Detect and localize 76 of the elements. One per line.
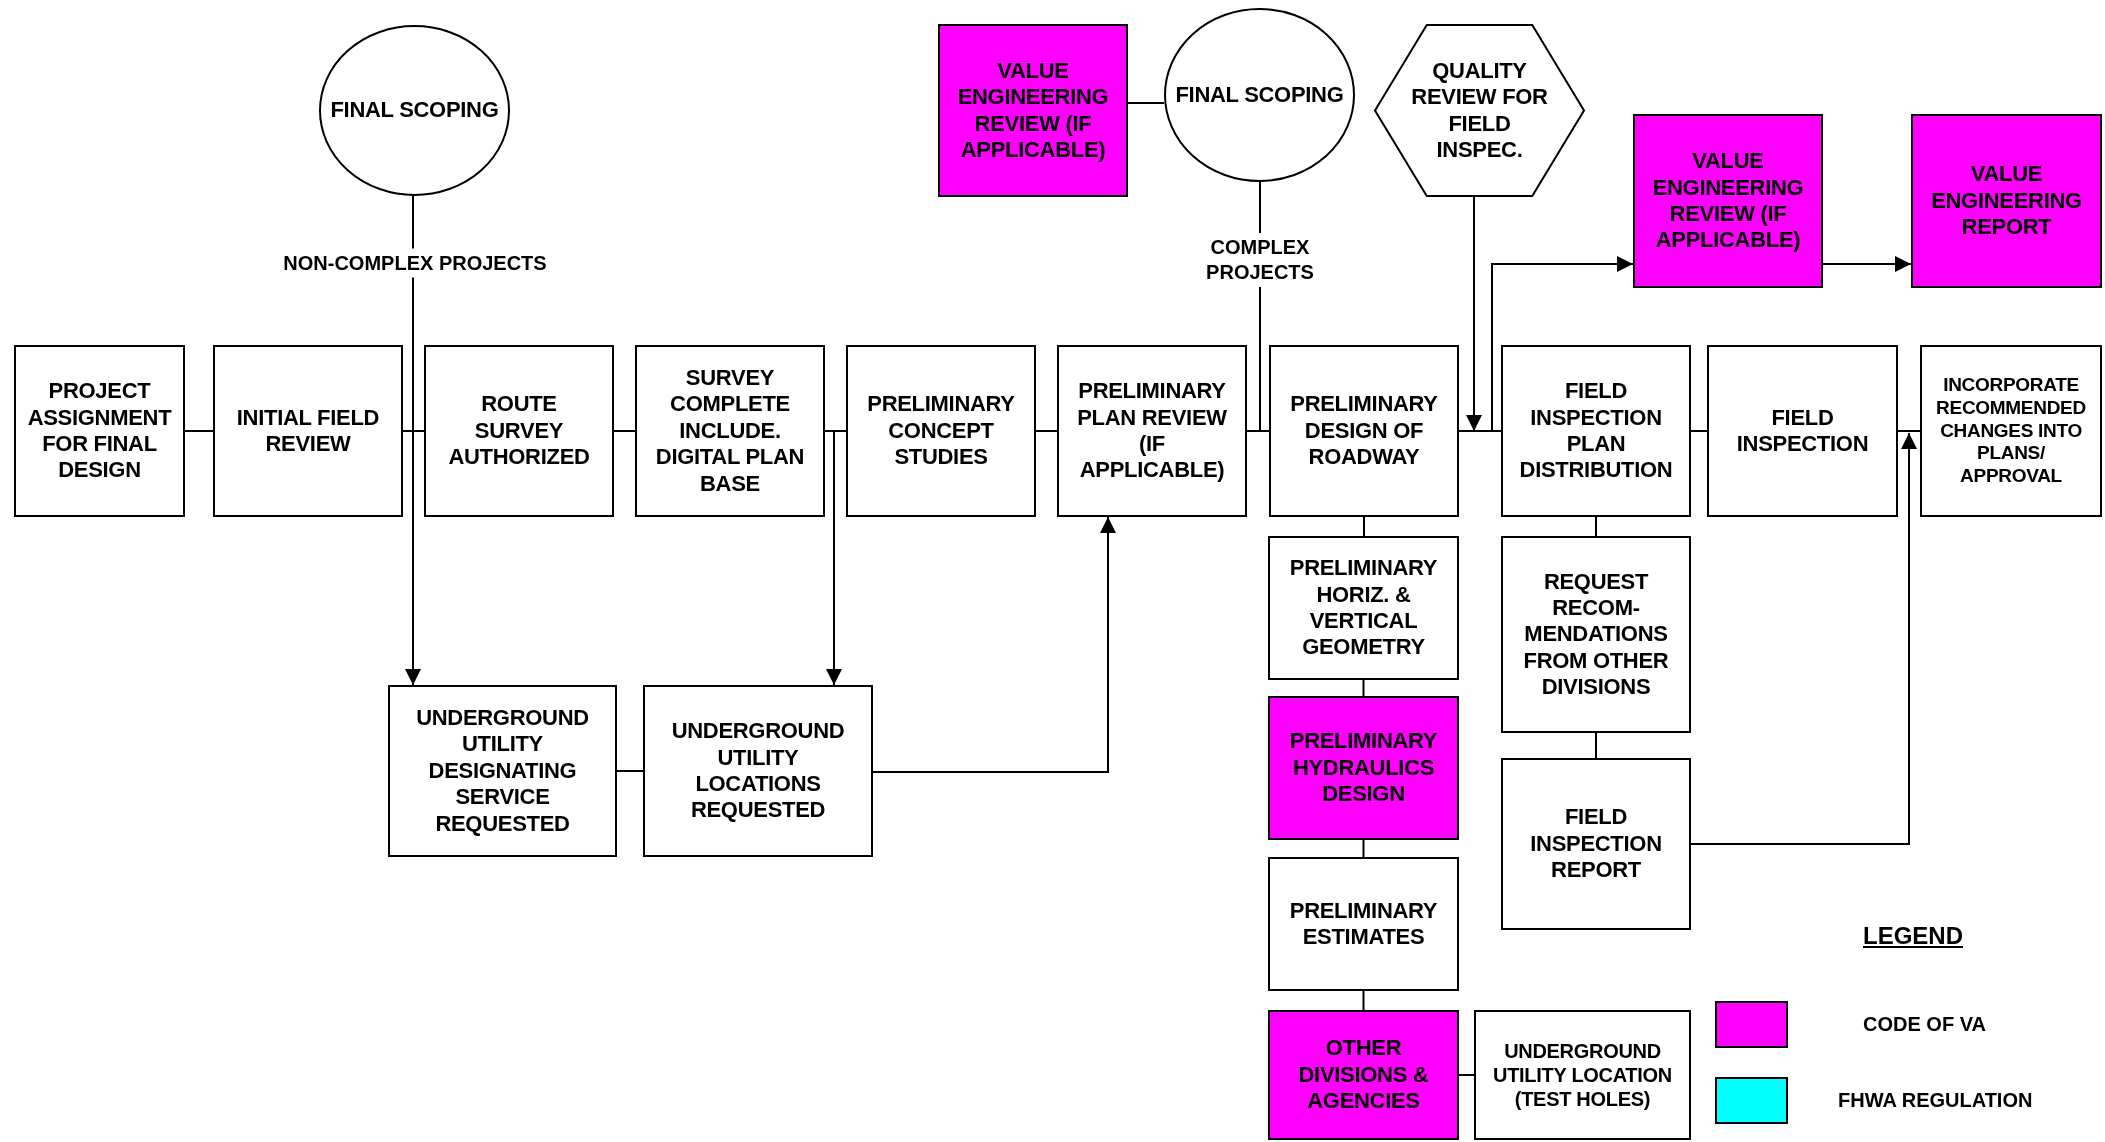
step-text: FINAL SCOPING: [1174, 81, 1345, 109]
process-box: [635, 345, 825, 517]
step-text: PRELIMINARY CONCEPT STUDIES: [866, 391, 1016, 471]
legend-heading: LEGEND: [1863, 922, 1963, 950]
process-box: [388, 685, 617, 857]
connector-line: [616, 770, 644, 772]
step-text: VALUE ENGINEERING REVIEW (IF APPLICABLE): [1651, 148, 1805, 254]
arrow: [1466, 196, 1482, 432]
step-text: UNDERGROUND UTILITY LOCATIONS REQUESTED: [670, 718, 846, 824]
process-box: [1707, 345, 1898, 517]
step-text: VALUE ENGINEERING REPORT: [1930, 161, 2083, 241]
review-hexagon: [1374, 24, 1585, 197]
process-box: [14, 345, 185, 517]
process-box: [938, 24, 1128, 197]
process-box: [1268, 1010, 1459, 1140]
step-text: PRELIMINARY HYDRAULICS DESIGN: [1288, 728, 1439, 808]
connector-line: [613, 430, 636, 432]
process-box: [1501, 345, 1691, 517]
connector-line: [1127, 102, 1165, 104]
step-text: UNDERGROUND UTILITY LOCATION (TEST HOLES): [1492, 1039, 1673, 1111]
process-box: [846, 345, 1036, 517]
process-box: [1911, 114, 2102, 288]
scoping-circle: [319, 25, 510, 196]
process-box: [1268, 857, 1459, 991]
process-box: [1920, 345, 2102, 517]
step-text: PRELIMINARY DESIGN OF ROADWAY: [1289, 391, 1439, 471]
step-text: ROUTE SURVEY AUTHORIZED: [447, 391, 591, 471]
step-text: UNDERGROUND UTILITY DESIGNATING SERVICE REQUESTED: [415, 705, 590, 837]
connector-line: [402, 430, 425, 432]
connector-line: [1246, 430, 1270, 432]
connector-line: [1897, 430, 1921, 432]
process-box: [1474, 1010, 1691, 1140]
connector-line: [1595, 732, 1597, 759]
arrow: [1822, 256, 1912, 272]
process-box: [424, 345, 614, 517]
connector-line: [1690, 430, 1708, 432]
process-box: [1633, 114, 1823, 288]
step-text: INITIAL FIELD REVIEW: [235, 404, 381, 458]
step-text: PRELIMINARY ESTIMATES: [1288, 897, 1439, 951]
step-text: VALUE ENGINEERING REVIEW (IF APPLICABLE): [956, 57, 1110, 164]
process-box: [213, 345, 403, 517]
legend-text: CODE OF VA: [1863, 1013, 1986, 1036]
step-text: OTHER DIVISIONS & AGENCIES: [1297, 1035, 1430, 1115]
step-text: QUALITY REVIEW FOR FIELD INSPEC.: [1410, 57, 1549, 164]
connector-line: [1458, 1074, 1475, 1076]
step-text: PRELIMINARY PLAN REVIEW (IF APPLICABLE): [1076, 378, 1228, 484]
arrow: [405, 195, 421, 686]
step-text: REQUEST RECOM- MENDATIONS FROM OTHER DIVISIONS: [1522, 568, 1670, 701]
step-text: FINAL SCOPING: [329, 97, 500, 124]
process-box: [1501, 758, 1691, 930]
connector-line: [1363, 516, 1365, 537]
connector-line: [1595, 516, 1597, 537]
process-box: [1268, 696, 1459, 840]
arrow: [1690, 432, 1917, 845]
process-box: [1269, 345, 1459, 517]
process-box: [643, 685, 873, 857]
process-box: [1268, 536, 1459, 680]
step-text: FIELD INSPECTION REPORT: [1529, 804, 1663, 884]
process-box: [1501, 536, 1691, 733]
legend-text: FHWA REGULATION: [1838, 1089, 2033, 1112]
step-text: PRELIMINARY HORIZ. & VERTICAL GEOMETRY: [1288, 555, 1439, 661]
connector-line: [1458, 430, 1502, 432]
step-text: INCORPORATE RECOMMENDED CHANGES INTO PLANS/ APPROVAL: [1935, 374, 2087, 488]
connector-line: [1035, 430, 1058, 432]
arrow: [824, 430, 842, 686]
connector-line: [1362, 679, 1365, 697]
scoping-circle: [1164, 8, 1355, 182]
step-text: SURVEY COMPLETE INCLUDE. DIGITAL PLAN BASE: [654, 365, 806, 497]
connector-line: [1362, 839, 1365, 858]
connector-line: [1362, 990, 1365, 1011]
step-text: FIELD INSPECTION PLAN DISTRIBUTION: [1518, 378, 1674, 484]
connector-line: [184, 430, 214, 432]
process-box: [1057, 345, 1247, 517]
arrow: [872, 516, 1116, 773]
step-text: PROJECT ASSIGNMENT FOR FINAL DESIGN: [26, 378, 173, 484]
step-text: FIELD INSPECTION: [1735, 404, 1870, 458]
